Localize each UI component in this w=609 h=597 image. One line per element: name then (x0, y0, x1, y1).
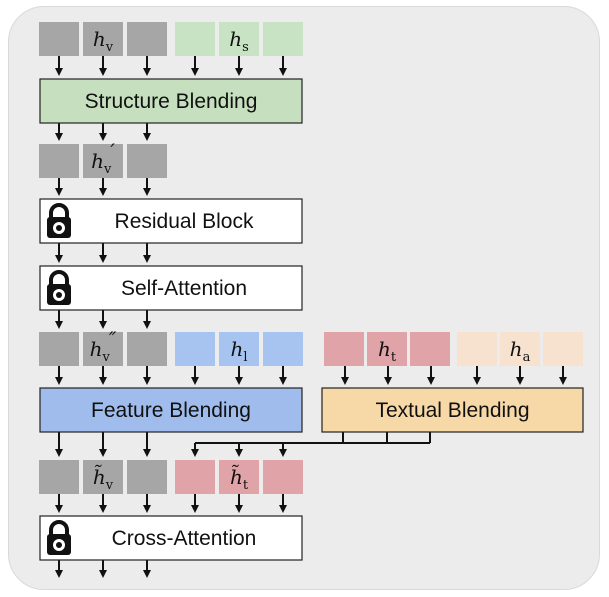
feature-blending-block-label: Feature Blending (91, 399, 251, 422)
token-row-hv-dprime-cell-3 (127, 332, 167, 366)
token-row-hv-prime: hv′ (39, 139, 167, 178)
token-row-ht-tilde-cell-3 (263, 460, 303, 494)
token-row-hs-cell-1 (175, 22, 215, 56)
token-row-ha-cell-3 (543, 332, 583, 366)
lock-icon (47, 520, 71, 555)
self-attention-block: Self-Attention (39, 265, 303, 311)
token-row-hv-cell-3 (127, 22, 167, 56)
token-row-ht-label: ht (378, 337, 397, 365)
textual-blending-block: Textual Blending (321, 387, 584, 433)
lock-icon (47, 203, 71, 238)
token-row-ht-tilde-label: h̃t (230, 465, 249, 493)
token-row-hv-prime-cell-3 (127, 144, 167, 178)
token-row-hv-cell-2 (83, 22, 123, 56)
token-row-hv-prime-label: hv′ (91, 139, 115, 177)
self-attention-block-label: Self-Attention (121, 277, 247, 300)
residual-block-label: Residual Block (115, 210, 254, 233)
residual-block-box (39, 198, 303, 244)
token-row-hv-tilde-cell-3 (127, 460, 167, 494)
token-row-ht-cell-2 (367, 332, 407, 366)
token-row-hv: hv (39, 22, 167, 56)
structure-blending-block-box (39, 78, 303, 124)
token-row-hs: hs (175, 22, 303, 56)
token-row-ht-cell-3 (410, 332, 450, 366)
token-row-ht-tilde-cell-2 (219, 460, 259, 494)
token-row-hs-cell-2 (219, 22, 259, 56)
structure-blending-block: Structure Blending (39, 78, 303, 124)
token-row-hv-tilde-cell-1 (39, 460, 79, 494)
token-row-ht: ht (324, 332, 450, 366)
token-row-hv-label: hv (93, 27, 114, 55)
token-row-hv-dprime-cell-2 (83, 332, 123, 366)
textual-blending-block-label: Textual Blending (375, 399, 529, 422)
token-row-ha-cell-2 (500, 332, 540, 366)
token-row-hv-dprime-label: hv″ (90, 327, 117, 365)
token-row-hv-prime-cell-1 (39, 144, 79, 178)
textual-route (195, 432, 431, 444)
token-row-hv-tilde-label: h̃v (93, 465, 114, 493)
token-row-hl: hl (175, 332, 303, 366)
token-row-hv-tilde: h̃v (39, 460, 167, 494)
cross-attention-block-label: Cross-Attention (112, 527, 257, 550)
textual-blending-block-box (321, 387, 584, 433)
token-row-hv-tilde-cell-2 (83, 460, 123, 494)
self-attention-block-box (39, 265, 303, 311)
token-row-hv-dprime: hv″ (39, 327, 167, 366)
cross-attention-block-box (39, 515, 303, 561)
token-row-hl-cell-2 (219, 332, 259, 366)
token-row-hs-cell-3 (263, 22, 303, 56)
token-row-hv-prime-cell-2 (83, 144, 123, 178)
structure-blending-block-label: Structure Blending (85, 90, 258, 113)
token-row-hv-dprime-cell-1 (39, 332, 79, 366)
residual-block: Residual Block (39, 198, 303, 244)
token-row-ht-tilde-cell-1 (175, 460, 215, 494)
token-row-hl-cell-1 (175, 332, 215, 366)
lock-icon (47, 270, 71, 305)
token-row-ha: ha (457, 332, 583, 366)
feature-blending-block: Feature Blending (39, 387, 303, 433)
token-row-ht-cell-1 (324, 332, 364, 366)
token-row-hl-cell-3 (263, 332, 303, 366)
cross-attention-block: Cross-Attention (39, 515, 303, 561)
token-row-hl-label: hl (230, 337, 247, 365)
token-row-ht-tilde: h̃t (175, 460, 303, 494)
token-row-ha-label: ha (510, 337, 531, 365)
token-row-hv-cell-1 (39, 22, 79, 56)
token-row-hs-label: hs (229, 27, 249, 55)
feature-blending-block-box (39, 387, 303, 433)
token-row-ha-cell-1 (457, 332, 497, 366)
